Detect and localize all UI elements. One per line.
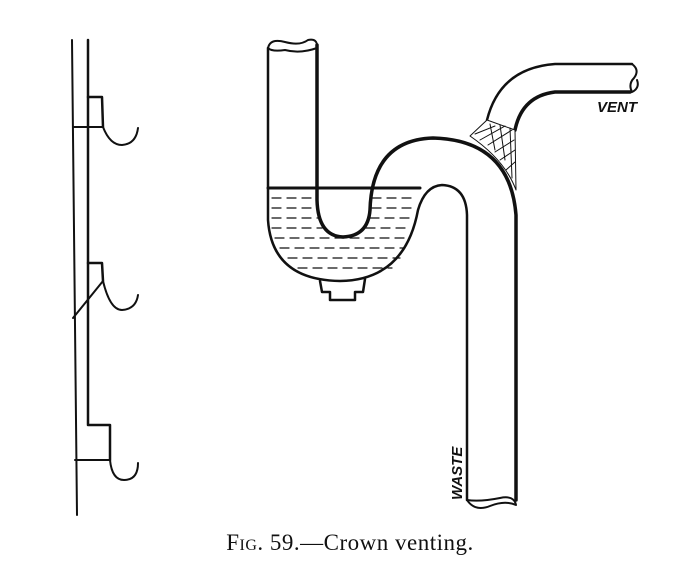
s-trap-pipe [266, 38, 518, 509]
branch-top [86, 95, 105, 129]
caption-number: 59. [269, 530, 301, 555]
vent-pipe [469, 62, 639, 191]
trap-outer-wall [266, 46, 469, 502]
waste-label: WASTE [449, 446, 466, 500]
pipe-cut-end-top [267, 38, 319, 53]
pipe-cut-end-bottom [466, 496, 517, 509]
cleanout-plug [318, 277, 367, 302]
caption-prefix: Fig. [226, 530, 264, 555]
trap-bottom-icon [109, 459, 139, 481]
trap-middle-icon [102, 280, 139, 311]
figure-caption: Fig. 59.—Crown venting. [0, 530, 700, 556]
vent-pipe-lower-wall [513, 90, 632, 132]
trap-top-icon [102, 126, 139, 146]
vent-pipe-cut-end [629, 63, 639, 93]
vent-branch-middle [72, 280, 104, 319]
schematic-stack [71, 38, 139, 516]
caption-text: —Crown venting. [300, 530, 474, 555]
branch-middle [86, 261, 105, 283]
vent-label: VENT [597, 99, 639, 116]
vent-stack-line [71, 39, 78, 516]
wiped-joint [469, 119, 517, 191]
vent-pipe-upper-wall [485, 62, 634, 122]
soil-stack-line [86, 38, 112, 462]
trap-inner-wall [315, 43, 518, 502]
